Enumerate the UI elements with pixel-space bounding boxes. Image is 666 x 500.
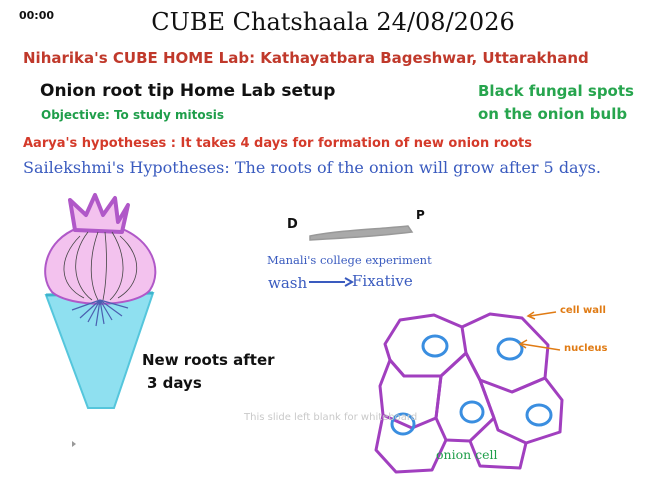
objective-text: Objective: To study mitosis — [41, 108, 224, 122]
label-arrows — [518, 311, 561, 351]
root-label-p: P — [416, 208, 425, 222]
onion-cells — [374, 312, 564, 474]
lab-heading: Niharika's CUBE HOME Lab: Kathayatbara B… — [23, 49, 589, 67]
roots-note-line-2: 3 days — [147, 374, 202, 392]
process-step-wash: wash — [268, 274, 308, 292]
root-label-d: D — [287, 217, 298, 232]
fungal-note-line-2: on the onion bulb — [478, 105, 628, 123]
onion-bulb — [44, 193, 157, 305]
setup-title: Onion root tip Home Lab setup — [40, 81, 336, 101]
onion-roots — [71, 299, 129, 327]
session-timer: 00:00 — [19, 9, 55, 22]
onion-cell-caption: onion cell — [436, 447, 498, 462]
process-arrow — [309, 277, 355, 287]
nucleus-label: nucleus — [564, 343, 608, 354]
cell-wall-label: cell wall — [560, 305, 606, 316]
hypothesis-aarya: Aarya's hypotheses : It takes 4 days for… — [23, 136, 532, 151]
root-tip-sketch — [309, 225, 414, 241]
roots-note: New roots after 3 days — [142, 349, 275, 395]
experiment-caption: Manali's college experiment — [267, 253, 432, 267]
whiteboard-watermark: This slide left blank for whiteboard — [244, 412, 418, 423]
cursor-marker — [72, 441, 76, 447]
beaker — [44, 291, 155, 409]
roots-note-line-1: New roots after — [142, 351, 275, 369]
hypothesis-sailekshmi: Sailekshmi's Hypotheses: The roots of th… — [23, 158, 601, 177]
fungal-note: Black fungal spots on the onion bulb — [478, 80, 634, 126]
nuclei — [390, 334, 553, 436]
process-step-fixative: Fixative — [352, 272, 413, 290]
page-title: CUBE Chatshaala 24/08/2026 — [151, 8, 515, 36]
fungal-note-line-1: Black fungal spots — [478, 82, 634, 100]
